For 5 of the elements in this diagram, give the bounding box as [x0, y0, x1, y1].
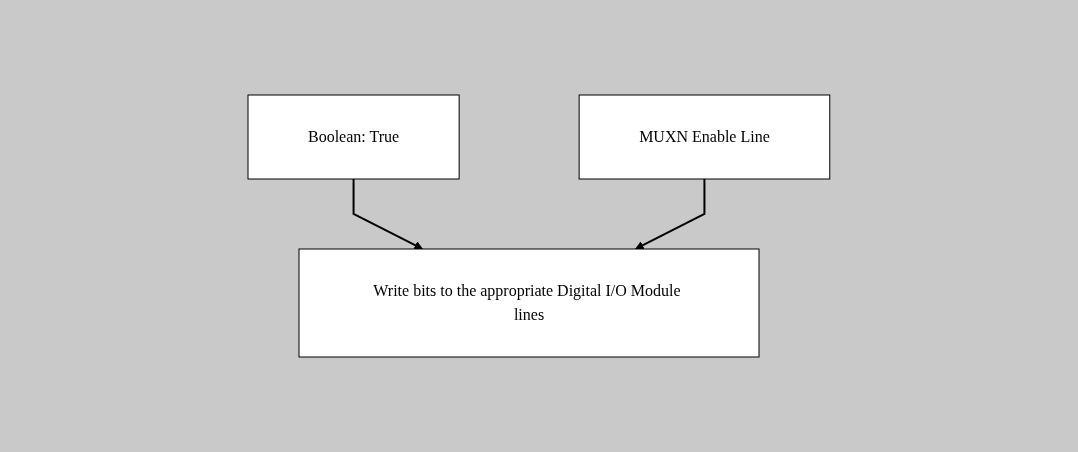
node-box: Write bits to the appropriate Digital I/O Module lines	[298, 248, 760, 358]
node-box: MUXN Enable Line	[578, 94, 831, 180]
node-box: Boolean: True	[247, 94, 460, 180]
arrow	[635, 178, 706, 250]
arrow	[352, 178, 424, 250]
